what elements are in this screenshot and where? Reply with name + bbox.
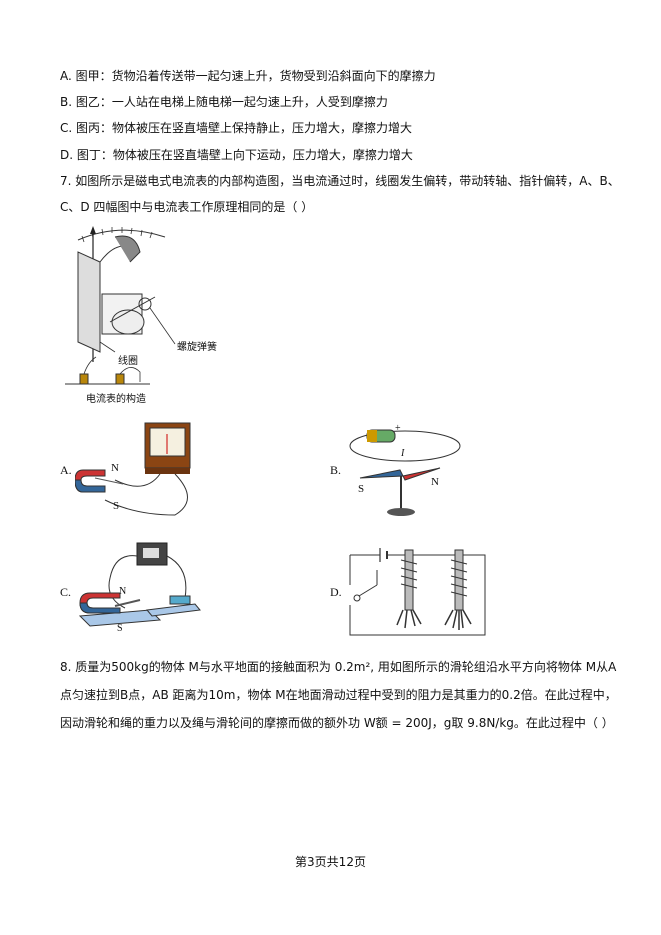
ammeter-structure-figure: 螺旋弹簧 线圈 电流表的构造 xyxy=(60,222,235,412)
question-8-line2: 点匀速拉到B点，AB 距离为10m，物体 M在地面滑动过程中受到的阻力是其重力的… xyxy=(60,688,617,702)
motor-principle-drawing xyxy=(78,542,201,627)
figure-caption: 电流表的构造 xyxy=(86,394,146,405)
electromagnet-circuit-drawing xyxy=(349,548,486,636)
choice-c-label: C. xyxy=(60,585,72,599)
question-7-line2: C、D 四幅图中与电流表工作原理相同的是（ ） xyxy=(60,200,314,214)
oersted-experiment-drawing xyxy=(349,429,461,516)
option-c-q6: C. 图丙：物体被压在竖直墙壁上保持静止，压力增大，摩擦力增大 xyxy=(60,121,413,135)
option-b-q6: B. 图乙：一人站在电梯上随电梯一起匀速上升，人受到摩擦力 xyxy=(60,95,388,109)
choice-d-figure xyxy=(345,540,490,640)
needle-n-label: N xyxy=(431,476,439,488)
choice-a-label: A. xyxy=(60,463,72,477)
option-a-q6: A. 图甲：货物沿着传送带一起匀速上升，货物受到沿斜面向下的摩擦力 xyxy=(60,69,436,83)
choice-b-label: B. xyxy=(330,463,342,477)
magnet-n-label-c: N xyxy=(119,586,127,597)
choice-d-label: D. xyxy=(330,585,342,599)
current-label: I xyxy=(401,448,405,459)
needle-s-label: S xyxy=(358,483,365,495)
question-8-line3: 因动滑轮和绳的重力以及绳与滑轮间的摩擦而做的额外功 W额 = 200J，g取 9… xyxy=(60,716,614,730)
question-7-line1: 7. 如图所示是磁电式电流表的内部构造图，当电流通过时，线圈发生偏转，带动转轴、… xyxy=(60,174,620,188)
coil-label: 线圈 xyxy=(118,356,138,367)
choice-b-figure: + I S N xyxy=(345,418,465,523)
battery-plus-label: + xyxy=(395,423,401,434)
choice-c-figure: N S xyxy=(75,538,205,638)
magnet-n-label-a: N xyxy=(111,462,119,474)
option-d-q6: D. 图丁：物体被压在竖直墙壁上向下运动，压力增大，摩擦力增大 xyxy=(60,148,413,162)
magnet-s-label-c: S xyxy=(117,623,123,634)
spring-label: 螺旋弹簧 xyxy=(177,342,217,353)
magnet-s-label-a: S xyxy=(113,500,120,512)
choice-a-figure: N S xyxy=(74,420,205,520)
question-8-line1: 8. 质量为500kg的物体 M与水平地面的接触面积为 0.2m², 用如图所示… xyxy=(60,660,617,674)
ammeter-structure-drawing xyxy=(65,226,176,385)
galvanometer-magnet-drawing xyxy=(74,422,191,516)
page-number-footer: 第3页共12页 xyxy=(295,855,366,869)
